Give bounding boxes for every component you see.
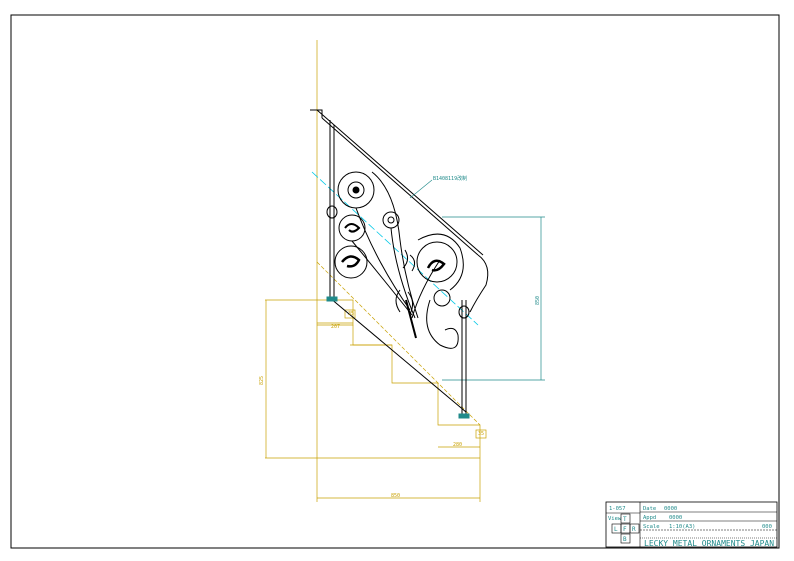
leaf-spray-1: [402, 249, 416, 272]
handrail-end-scroll: [469, 254, 489, 313]
company-name: LECKY METAL ORNAMENTS JAPAN: [644, 539, 774, 548]
stem-1: [355, 207, 411, 311]
slope-dashed-line: [316, 261, 481, 426]
view-box-bottom: [620, 533, 631, 544]
tread-dim-text: 207: [331, 324, 340, 330]
annotation-leader: [409, 179, 433, 199]
view-label: View: [608, 516, 622, 522]
ornament-ring-2: [338, 214, 366, 242]
bottom-tread-dim-text: 280: [453, 442, 462, 448]
leaf-scroll-2: [341, 255, 361, 268]
guide-line: [311, 171, 479, 326]
bottom-rail: [329, 297, 467, 413]
view-top: T: [623, 516, 627, 523]
scale-value: 1:10(A3): [669, 524, 696, 530]
leaf-spray-3: [405, 299, 417, 339]
ornament-ring-right: [416, 241, 458, 283]
post-knob-left: [326, 205, 338, 219]
railing: [310, 109, 489, 419]
view-left: L: [614, 526, 618, 533]
rail-height-dimension: [442, 216, 545, 381]
title-block: 1-057 Date 0000 Appd 0000 Scale 1:10(A3)…: [605, 501, 778, 548]
handrail-bottom: [321, 117, 479, 256]
stair-outline: [265, 40, 487, 502]
approved-value: 0000: [669, 515, 682, 521]
stem-5: [411, 259, 441, 319]
total-height-dim-text: 825: [259, 376, 265, 385]
view-box-right: [629, 523, 640, 534]
scroll-right-upper: [417, 233, 464, 291]
scroll-right-lower: [426, 299, 459, 349]
post-knob-right: [458, 305, 470, 319]
scale-label: Scale: [643, 524, 660, 530]
rosette-1-center: [352, 186, 360, 194]
post-base-left: [326, 296, 338, 302]
leaf-scroll-1: [344, 223, 361, 233]
step-4: [437, 405, 481, 445]
small-step-box-top: [344, 309, 356, 319]
rosette-1: [347, 181, 365, 199]
small-step-dim-right: 35: [478, 431, 484, 437]
view-right: R: [632, 526, 636, 533]
rosette-3: [433, 289, 451, 307]
date-label: Date: [643, 506, 656, 512]
handrail-top: [316, 109, 484, 256]
leaf-scroll-right: [426, 259, 446, 272]
annotation-text: B1408119改制: [433, 175, 467, 182]
stem-4: [371, 171, 419, 319]
approved-label: Appd: [643, 515, 656, 521]
view-front: F: [623, 526, 627, 533]
view-bottom: B: [623, 536, 627, 543]
drawing-number: 1-057: [609, 506, 626, 512]
step-3: [391, 365, 439, 405]
post-base-right: [458, 413, 470, 419]
total-width-dim-text: 850: [391, 493, 400, 499]
rosette-2-center: [387, 216, 395, 224]
ornament-ring-3: [334, 245, 368, 279]
sheet-border: [10, 14, 780, 549]
rail-height-dim-text: 850: [535, 296, 541, 305]
date-value: 0000: [664, 506, 677, 512]
view-box-top: [620, 513, 631, 524]
handrail-start: [310, 109, 323, 118]
revision-value: 000: [762, 524, 772, 530]
small-step-dim-left: 35: [348, 311, 354, 317]
stem-3: [390, 227, 416, 319]
small-step-box-bottom: [475, 429, 487, 439]
stem-2: [351, 240, 413, 316]
leaf-spray-2: [395, 289, 414, 315]
